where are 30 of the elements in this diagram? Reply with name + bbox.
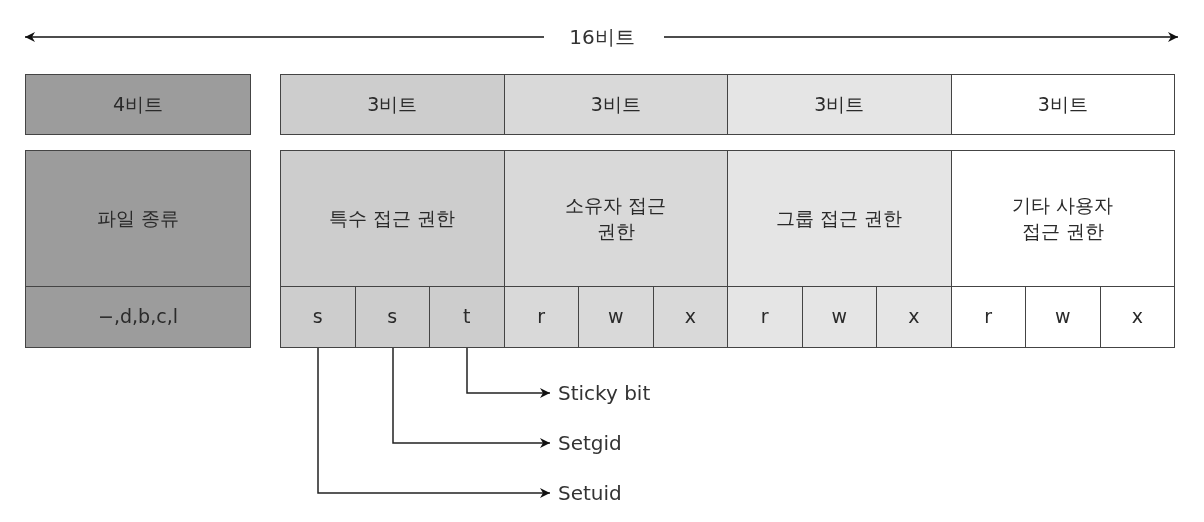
permission-group-cell: 기타 사용자 접근 권한 <box>950 150 1175 288</box>
arrow <box>317 347 551 498</box>
arrow <box>466 347 551 398</box>
permission-bit-cell: x <box>652 286 728 348</box>
permission-bit-cell: s <box>354 286 430 348</box>
permission-bit-cell: r <box>950 286 1026 348</box>
field-name-cell: 파일 종류 <box>25 150 251 288</box>
dimension-label: 16비트 <box>569 25 635 49</box>
file-type-cell: −,d,b,c,l <box>25 286 251 348</box>
bit-name-label: Sticky bit <box>558 381 651 405</box>
permission-group-cell: 그룹 접근 권한 <box>727 150 952 288</box>
permission-bit-cell: w <box>801 286 877 348</box>
permission-bit-cell: r <box>503 286 579 348</box>
permission-bit-cell: r <box>727 286 803 348</box>
bit-name-label: Setuid <box>558 481 622 505</box>
permission-bit-cell: x <box>876 286 952 348</box>
permission-bit-cell: x <box>1099 286 1175 348</box>
bit-name-label: Setgid <box>558 431 622 455</box>
permission-bit-cell: t <box>429 286 505 348</box>
permission-group-cell: 소유자 접근 권한 <box>503 150 728 288</box>
bit-width-cell: 3비트 <box>280 74 505 135</box>
bit-width-cell: 3비트 <box>950 74 1175 135</box>
bit-width-cell: 4비트 <box>25 74 251 135</box>
bit-width-cell: 3비트 <box>727 74 952 135</box>
bit-width-cell: 3비트 <box>503 74 728 135</box>
permission-bit-cell: w <box>578 286 654 348</box>
permission-group-cell: 특수 접근 권한 <box>280 150 505 288</box>
arrow <box>392 347 551 448</box>
permission-bit-cell: w <box>1025 286 1101 348</box>
permission-bit-cell: s <box>280 286 356 348</box>
